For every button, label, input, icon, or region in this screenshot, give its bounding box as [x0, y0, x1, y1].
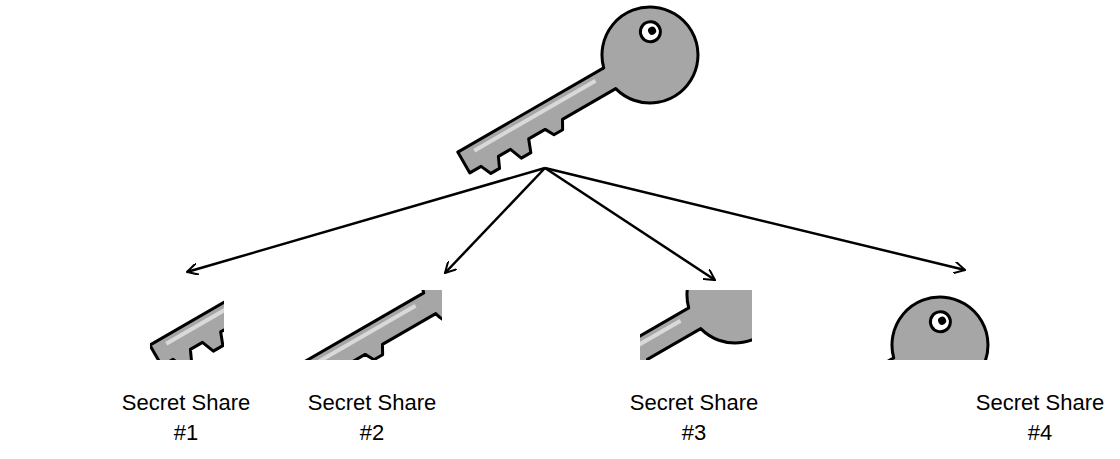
- key-piece: [640, 290, 752, 360]
- share-label: Secret Share #4: [970, 388, 1110, 448]
- share-label: Secret Share #2: [302, 388, 442, 448]
- key-piece: [298, 290, 442, 360]
- whole-key: [440, 0, 716, 204]
- split-arrows: [187, 168, 965, 280]
- share-label: Secret Share #3: [624, 388, 764, 448]
- key-piece: [868, 290, 1002, 360]
- share-label: Secret Share #1: [116, 388, 256, 448]
- key-piece: [150, 290, 224, 360]
